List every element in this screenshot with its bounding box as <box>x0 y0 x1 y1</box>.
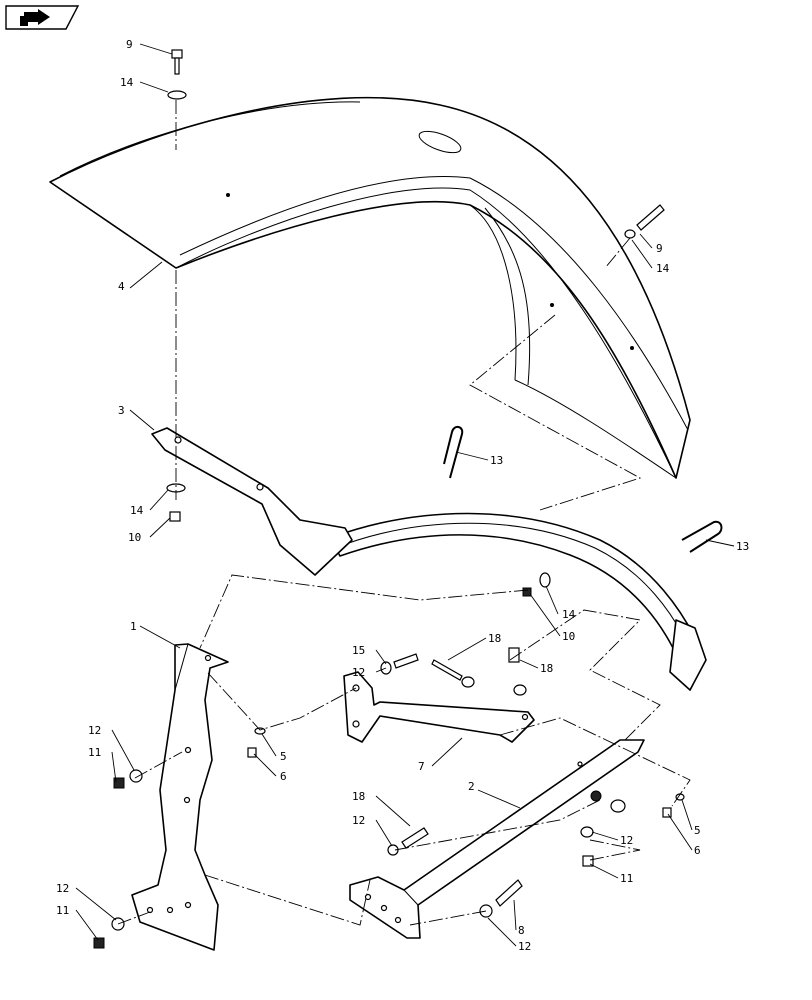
callouts: 9 14 9 14 4 3 13 13 14 10 14 10 1 15 12 … <box>56 38 749 953</box>
callout-11: 11 <box>56 904 69 917</box>
callout-10: 10 <box>562 630 575 643</box>
callout-8: 8 <box>518 924 525 937</box>
support-bar-part-2 <box>349 739 645 939</box>
callout-6: 6 <box>694 844 701 857</box>
callout-12: 12 <box>352 814 365 827</box>
u-bolt-upper <box>443 426 464 479</box>
callout-11: 11 <box>620 872 633 885</box>
callout-6: 6 <box>280 770 287 783</box>
callout-13: 13 <box>490 454 503 467</box>
mount-bracket-part-1 <box>131 643 229 951</box>
callout-18: 18 <box>352 790 365 803</box>
callout-10: 10 <box>128 531 141 544</box>
callout-12: 12 <box>620 834 633 847</box>
leader-lines <box>75 43 735 947</box>
callout-12: 12 <box>518 940 531 953</box>
hardware <box>93 49 685 949</box>
callout-18: 18 <box>540 662 553 675</box>
callout-14: 14 <box>130 504 144 517</box>
callout-9: 9 <box>126 38 133 51</box>
callout-9: 9 <box>656 242 663 255</box>
fender-extension <box>329 512 707 691</box>
callout-11: 11 <box>88 746 101 759</box>
callout-15: 15 <box>352 644 365 657</box>
u-bolt-right <box>681 520 723 553</box>
callout-14: 14 <box>562 608 576 621</box>
nav-arrow-button[interactable] <box>5 5 80 30</box>
callout-14: 14 <box>656 262 670 275</box>
arrow-icon <box>20 9 50 26</box>
center-lines <box>117 100 691 926</box>
callout-4: 4 <box>118 280 125 293</box>
callout-18: 18 <box>488 632 501 645</box>
callout-7: 7 <box>418 760 425 773</box>
callout-12: 12 <box>88 724 101 737</box>
callout-12: 12 <box>352 666 365 679</box>
callout-5: 5 <box>280 750 287 763</box>
callout-3: 3 <box>118 404 125 417</box>
bracket-part-7 <box>343 671 535 743</box>
callout-5: 5 <box>694 824 701 837</box>
fender-part-4 <box>49 96 691 479</box>
callout-12: 12 <box>56 882 69 895</box>
callout-1: 1 <box>130 620 137 633</box>
callout-14: 14 <box>120 76 134 89</box>
callout-13: 13 <box>736 540 749 553</box>
callout-2: 2 <box>468 780 475 793</box>
fender-bracket-part-3 <box>151 427 353 576</box>
